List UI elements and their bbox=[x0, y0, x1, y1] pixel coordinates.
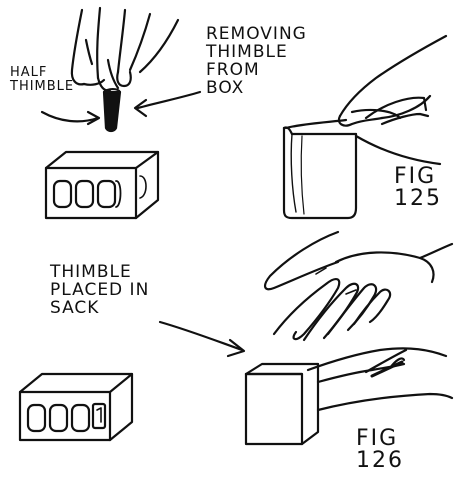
sack-fig125 bbox=[284, 120, 356, 218]
thimble-box-1 bbox=[46, 152, 158, 218]
hand-dropping-thimble bbox=[265, 232, 452, 340]
label-half-thimble: HALF THIMBLE bbox=[10, 66, 74, 93]
hand-fig126 bbox=[308, 348, 452, 410]
arrow-removing bbox=[138, 92, 200, 108]
label-fig-126: FIG 126 bbox=[356, 428, 404, 472]
half-thimble bbox=[104, 89, 120, 131]
label-removing-thimble-from-box: REMOVING THIMBLE FROM BOX bbox=[206, 26, 307, 97]
arrow-placed-in-sack bbox=[160, 322, 242, 350]
sack-fig126 bbox=[246, 364, 318, 444]
thimble-box-2 bbox=[20, 374, 132, 440]
label-fig-125: FIG 125 bbox=[394, 166, 442, 210]
arrowhead-half-thimble bbox=[88, 112, 99, 124]
hand-pinching-thimble bbox=[72, 8, 178, 90]
label-thimble-placed-in-sack: THIMBLE PLACED IN SACK bbox=[50, 264, 149, 318]
